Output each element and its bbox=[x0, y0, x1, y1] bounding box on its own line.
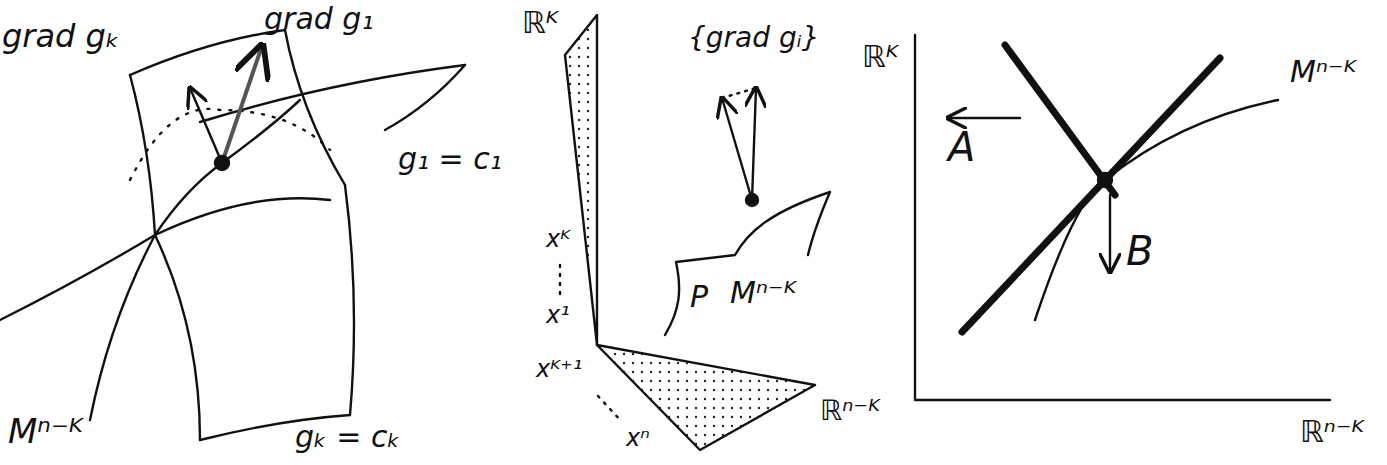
point bbox=[746, 194, 758, 206]
gradient-arrow bbox=[722, 98, 752, 200]
projection-arrow bbox=[948, 117, 1020, 119]
gradient-arrow bbox=[222, 46, 262, 163]
thick-line bbox=[1005, 45, 1115, 195]
surface-label: g₁ = c₁ bbox=[398, 142, 502, 177]
dotted-axis bbox=[598, 396, 622, 422]
level-surfaces bbox=[0, 30, 465, 440]
gradient-label: grad gₖ bbox=[2, 18, 120, 55]
manifold-curve bbox=[90, 100, 300, 420]
space-label: ℝⁿ⁻ᴷ bbox=[820, 395, 880, 427]
gradient-arrow bbox=[752, 88, 756, 200]
axis-label: xᴷ⁺¹ bbox=[536, 356, 582, 384]
manifold-curve bbox=[1035, 100, 1278, 320]
axis-label: xⁿ bbox=[626, 425, 650, 453]
point bbox=[215, 156, 229, 170]
space-label: ℝᴷ bbox=[862, 40, 898, 75]
dotted-axis bbox=[559, 265, 561, 300]
map-label: B bbox=[1126, 228, 1153, 274]
gradient-label: grad g₁ bbox=[264, 2, 373, 37]
projection-arrow bbox=[1109, 195, 1111, 272]
gradient-label: {grad gᵢ} bbox=[688, 22, 820, 54]
manifold-patch bbox=[665, 192, 830, 335]
surface-label: gₖ = cₖ bbox=[295, 420, 400, 455]
point-label: P bbox=[690, 280, 708, 315]
manifold-label: Mⁿ⁻ᴷ bbox=[8, 412, 83, 451]
space-label: ℝᴷ bbox=[522, 6, 558, 41]
axes bbox=[915, 35, 1330, 400]
rk-wedge bbox=[565, 15, 597, 345]
manifold-label: Mⁿ⁻ᴷ bbox=[730, 276, 796, 311]
axis-label: x¹ bbox=[546, 302, 570, 330]
dotted-span bbox=[722, 88, 756, 98]
gradient-arrow bbox=[190, 88, 222, 163]
axis-label: xᴷ bbox=[546, 226, 570, 254]
point bbox=[1098, 173, 1112, 187]
map-label: A bbox=[948, 124, 975, 170]
space-label: ℝⁿ⁻ᴷ bbox=[1300, 415, 1364, 450]
manifold-label: Mⁿ⁻ᴷ bbox=[1290, 55, 1356, 90]
